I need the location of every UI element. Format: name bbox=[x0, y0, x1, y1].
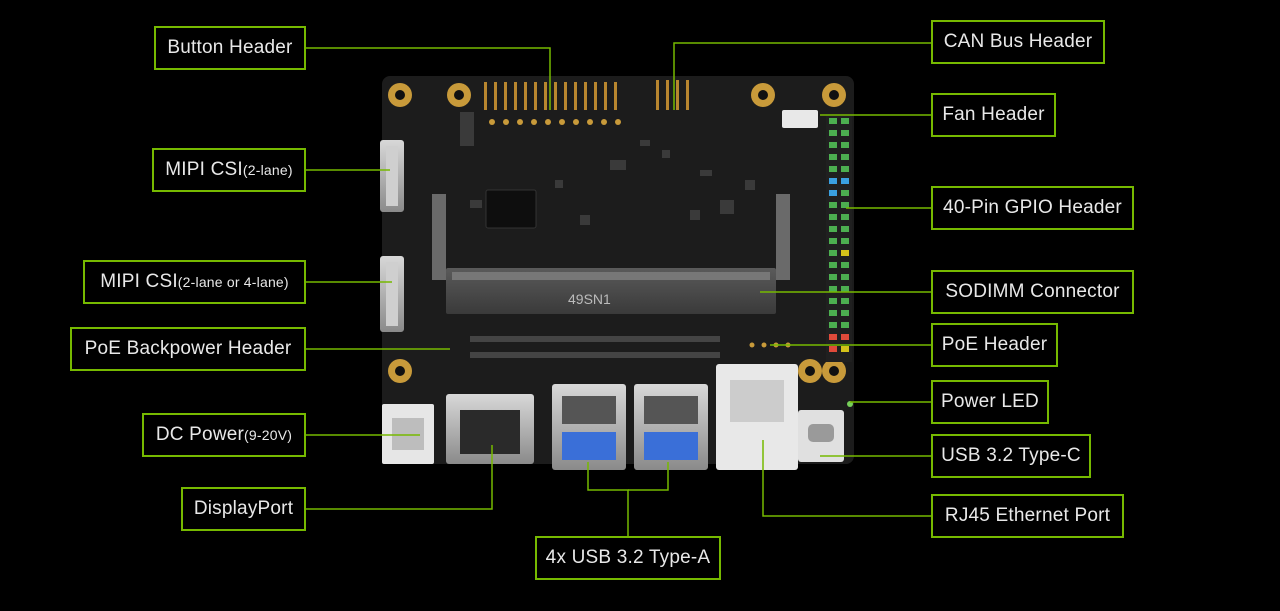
gpio-pins bbox=[829, 118, 849, 352]
pmic-chip bbox=[485, 189, 537, 229]
label-text: Power LED bbox=[941, 391, 1039, 412]
label-mipi-csi-2lane: MIPI CSI(2-lane) bbox=[152, 148, 306, 192]
label-text: MIPI CSI bbox=[165, 159, 243, 180]
label-rj45-ethernet: RJ45 Ethernet Port bbox=[931, 494, 1124, 538]
label-sodimm-connector: SODIMM Connector bbox=[931, 270, 1134, 314]
label-dc-power: DC Power(9-20V) bbox=[142, 413, 306, 457]
label-button-header: Button Header bbox=[154, 26, 306, 70]
label-text: DisplayPort bbox=[193, 498, 294, 519]
label-text: PoE Backpower Header bbox=[84, 338, 292, 359]
label-poe-header: PoE Header bbox=[931, 323, 1058, 367]
label-power-led: Power LED bbox=[931, 380, 1049, 424]
leader-lines bbox=[306, 42, 932, 538]
label-usb-type-a: 4x USB 3.2 Type-A bbox=[535, 536, 721, 580]
label-text: Fan Header bbox=[942, 104, 1045, 125]
label-note: (2-lane or 4-lane) bbox=[177, 274, 289, 290]
label-mipi-csi-4lane: MIPI CSI(2-lane or 4-lane) bbox=[83, 260, 306, 304]
label-usb-type-c: USB 3.2 Type-C bbox=[931, 434, 1091, 478]
label-text: CAN Bus Header bbox=[943, 31, 1093, 52]
label-text: Button Header bbox=[167, 37, 293, 58]
label-text: SODIMM Connector bbox=[945, 281, 1120, 302]
can-bus-pins bbox=[656, 80, 689, 110]
button-header-pins bbox=[484, 82, 617, 110]
label-note: (2-lane) bbox=[242, 162, 293, 178]
label-text: MIPI CSI bbox=[100, 271, 178, 292]
sodimm-silkscreen: 49SN1 bbox=[568, 291, 611, 307]
fan-header-connector bbox=[782, 110, 818, 128]
label-text: DC Power bbox=[155, 424, 245, 445]
label-can-bus-header: CAN Bus Header bbox=[931, 20, 1105, 64]
label-displayport: DisplayPort bbox=[181, 487, 306, 531]
label-fan-header: Fan Header bbox=[931, 93, 1056, 137]
label-note: (9-20V) bbox=[244, 427, 293, 443]
label-text: 40-Pin GPIO Header bbox=[943, 197, 1122, 218]
mounting-holes bbox=[388, 83, 846, 383]
label-text: PoE Header bbox=[941, 334, 1048, 355]
label-text: USB 3.2 Type-C bbox=[941, 445, 1081, 466]
label-gpio-header: 40-Pin GPIO Header bbox=[931, 186, 1134, 230]
label-poe-backpower-header: PoE Backpower Header bbox=[70, 327, 306, 371]
label-text: 4x USB 3.2 Type-A bbox=[545, 547, 711, 568]
label-text: RJ45 Ethernet Port bbox=[944, 505, 1111, 526]
